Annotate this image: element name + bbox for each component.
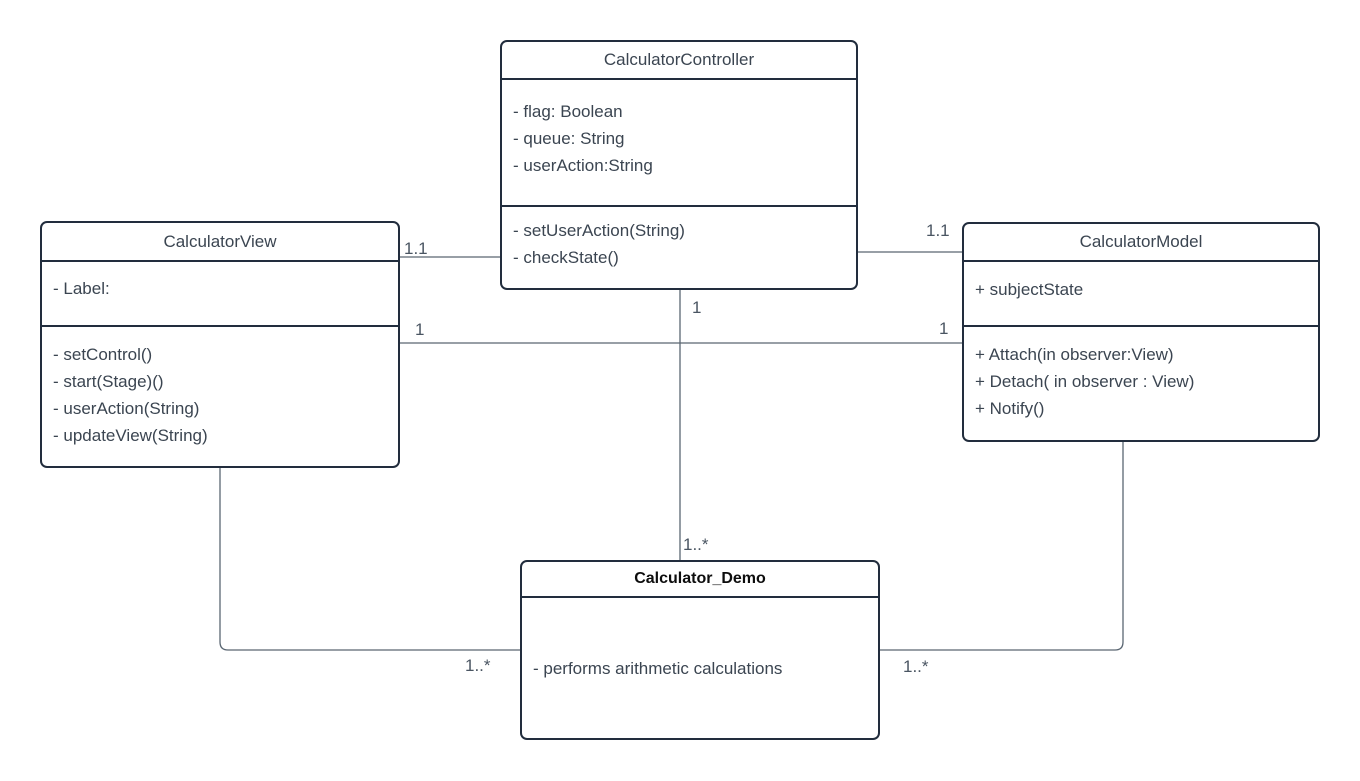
methods-section: + Attach(in observer:View) + Detach( in … (964, 327, 1318, 440)
class-calculator-demo: Calculator_Demo - performs arithmetic ca… (520, 560, 880, 740)
class-attribute: - userAction:String (513, 156, 653, 175)
class-title: CalculatorController (502, 42, 856, 80)
multiplicity-label: 1.1 (404, 239, 428, 258)
class-calculator-controller: CalculatorController - flag: Boolean - q… (500, 40, 858, 290)
multiplicity-label: 1.1 (926, 221, 950, 240)
class-method: + Attach(in observer:View) (975, 345, 1174, 364)
class-title: CalculatorView (42, 223, 398, 262)
association-view-demo-line (219, 468, 520, 651)
attributes-section: - flag: Boolean - queue: String - userAc… (502, 80, 856, 207)
class-method: - checkState() (513, 248, 619, 267)
class-method: + Notify() (975, 399, 1045, 418)
class-attribute: - flag: Boolean (513, 102, 623, 121)
class-attribute: - queue: String (513, 129, 625, 148)
methods-section: - setUserAction(String) - checkState() (502, 207, 856, 288)
methods-section: - setControl() - start(Stage)() - userAc… (42, 327, 398, 466)
association-model-demo-line (880, 442, 1124, 651)
class-calculator-view: CalculatorView - Label: - setControl() -… (40, 221, 400, 468)
multiplicity-label: 1..* (465, 656, 491, 675)
attributes-section: - Label: (42, 262, 398, 327)
body-section: - performs arithmetic calculations (522, 598, 878, 738)
attributes-section: + subjectState (964, 262, 1318, 327)
class-title: Calculator_Demo (522, 562, 878, 598)
class-method: - performs arithmetic calculations (533, 658, 783, 678)
class-attribute: - Label: (53, 279, 110, 298)
class-title: CalculatorModel (964, 224, 1318, 262)
class-method: - setControl() (53, 345, 153, 364)
multiplicity-label: 1 (939, 319, 949, 338)
class-attribute: + subjectState (975, 280, 1084, 299)
class-method: - userAction(String) (53, 399, 200, 418)
class-method: - updateView(String) (53, 426, 208, 445)
class-calculator-model: CalculatorModel + subjectState + Attach(… (962, 222, 1320, 442)
class-method: + Detach( in observer : View) (975, 372, 1195, 391)
multiplicity-label: 1 (692, 298, 702, 317)
multiplicity-label: 1..* (683, 535, 709, 554)
multiplicity-label: 1 (415, 320, 425, 339)
class-method: - start(Stage)() (53, 372, 164, 391)
multiplicity-label: 1..* (903, 657, 929, 676)
class-method: - setUserAction(String) (513, 221, 685, 240)
